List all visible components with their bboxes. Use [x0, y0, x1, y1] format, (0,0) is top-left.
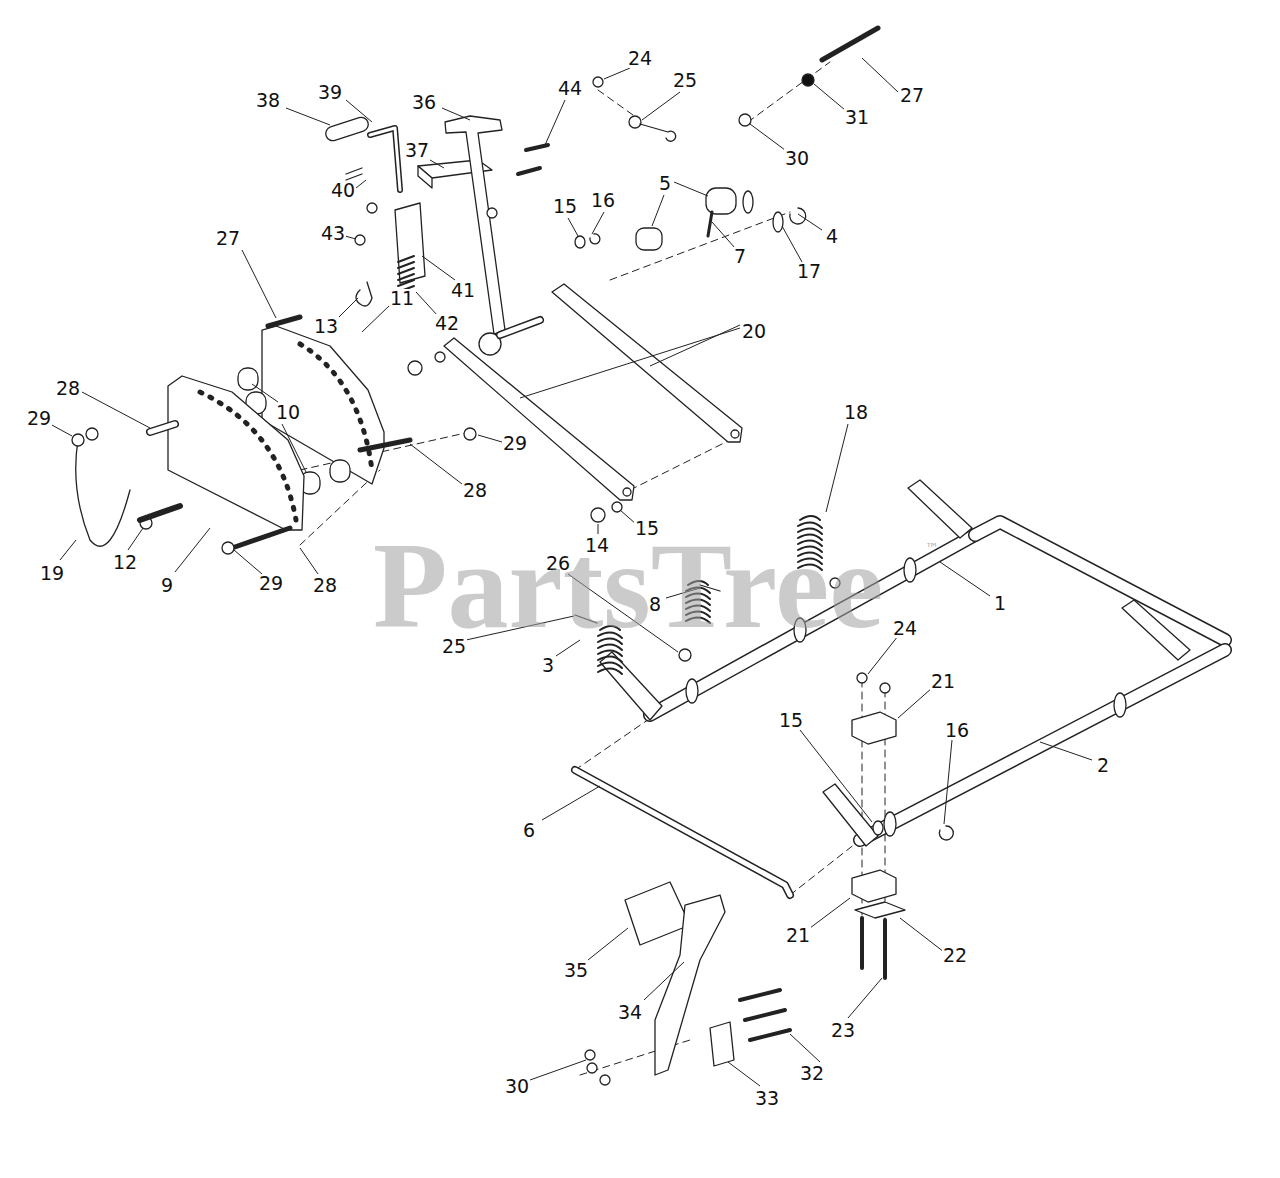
callout-number: 20	[741, 322, 767, 341]
callout-number: 30	[784, 149, 810, 168]
callout-number: 41	[450, 281, 476, 300]
callout-number: 11	[389, 289, 415, 308]
callout-number: 17	[796, 262, 822, 281]
callout-number: 18	[843, 403, 869, 422]
callout-number: 19	[39, 564, 65, 583]
watermark: PartsTree	[373, 525, 883, 647]
callout-number: 7	[733, 247, 747, 266]
callout-number: 2	[1096, 756, 1110, 775]
callout-number: 31	[844, 108, 870, 127]
callout-number: 3	[541, 656, 555, 675]
callout-number: 15	[778, 711, 804, 730]
callout-number: 38	[255, 91, 281, 110]
callout-number: 37	[404, 141, 430, 160]
callout-number: 6	[522, 821, 536, 840]
callout-number: 42	[434, 314, 460, 333]
callout-number: 34	[617, 1003, 643, 1022]
leader-lines	[50, 58, 1092, 1086]
callout-number: 16	[944, 721, 970, 740]
callout-number: 40	[330, 181, 356, 200]
callout-number: 44	[557, 79, 583, 98]
callout-number: 29	[258, 574, 284, 593]
callout-number: 21	[930, 672, 956, 691]
callout-number: 43	[320, 224, 346, 243]
callout-number: 15	[552, 197, 578, 216]
callout-number: 10	[275, 403, 301, 422]
callout-number: 12	[112, 553, 138, 572]
callout-number: 22	[942, 946, 968, 965]
callout-number: 35	[563, 961, 589, 980]
callout-number: 13	[313, 317, 339, 336]
callout-number: 5	[658, 174, 672, 193]
callout-number: 4	[825, 227, 839, 246]
callout-number: 33	[754, 1089, 780, 1108]
callout-number: 27	[215, 229, 241, 248]
callout-number: 39	[317, 83, 343, 102]
callout-number: 25	[672, 71, 698, 90]
callout-number: 29	[26, 409, 52, 428]
callout-number: 30	[504, 1077, 530, 1096]
callout-number: 27	[899, 86, 925, 105]
callout-number: 9	[160, 576, 174, 595]
callout-number: 32	[799, 1064, 825, 1083]
callout-number: 21	[785, 926, 811, 945]
callout-number: 29	[502, 434, 528, 453]
callout-number: 28	[312, 576, 338, 595]
callout-number: 23	[830, 1021, 856, 1040]
callout-number: 36	[411, 93, 437, 112]
trademark-sign: ™	[925, 541, 939, 555]
callout-number: 1	[993, 594, 1007, 613]
callout-number: 24	[627, 49, 653, 68]
callout-number: 24	[892, 619, 918, 638]
callout-number: 28	[462, 481, 488, 500]
callout-number: 16	[590, 191, 616, 210]
callout-number: 28	[55, 379, 81, 398]
